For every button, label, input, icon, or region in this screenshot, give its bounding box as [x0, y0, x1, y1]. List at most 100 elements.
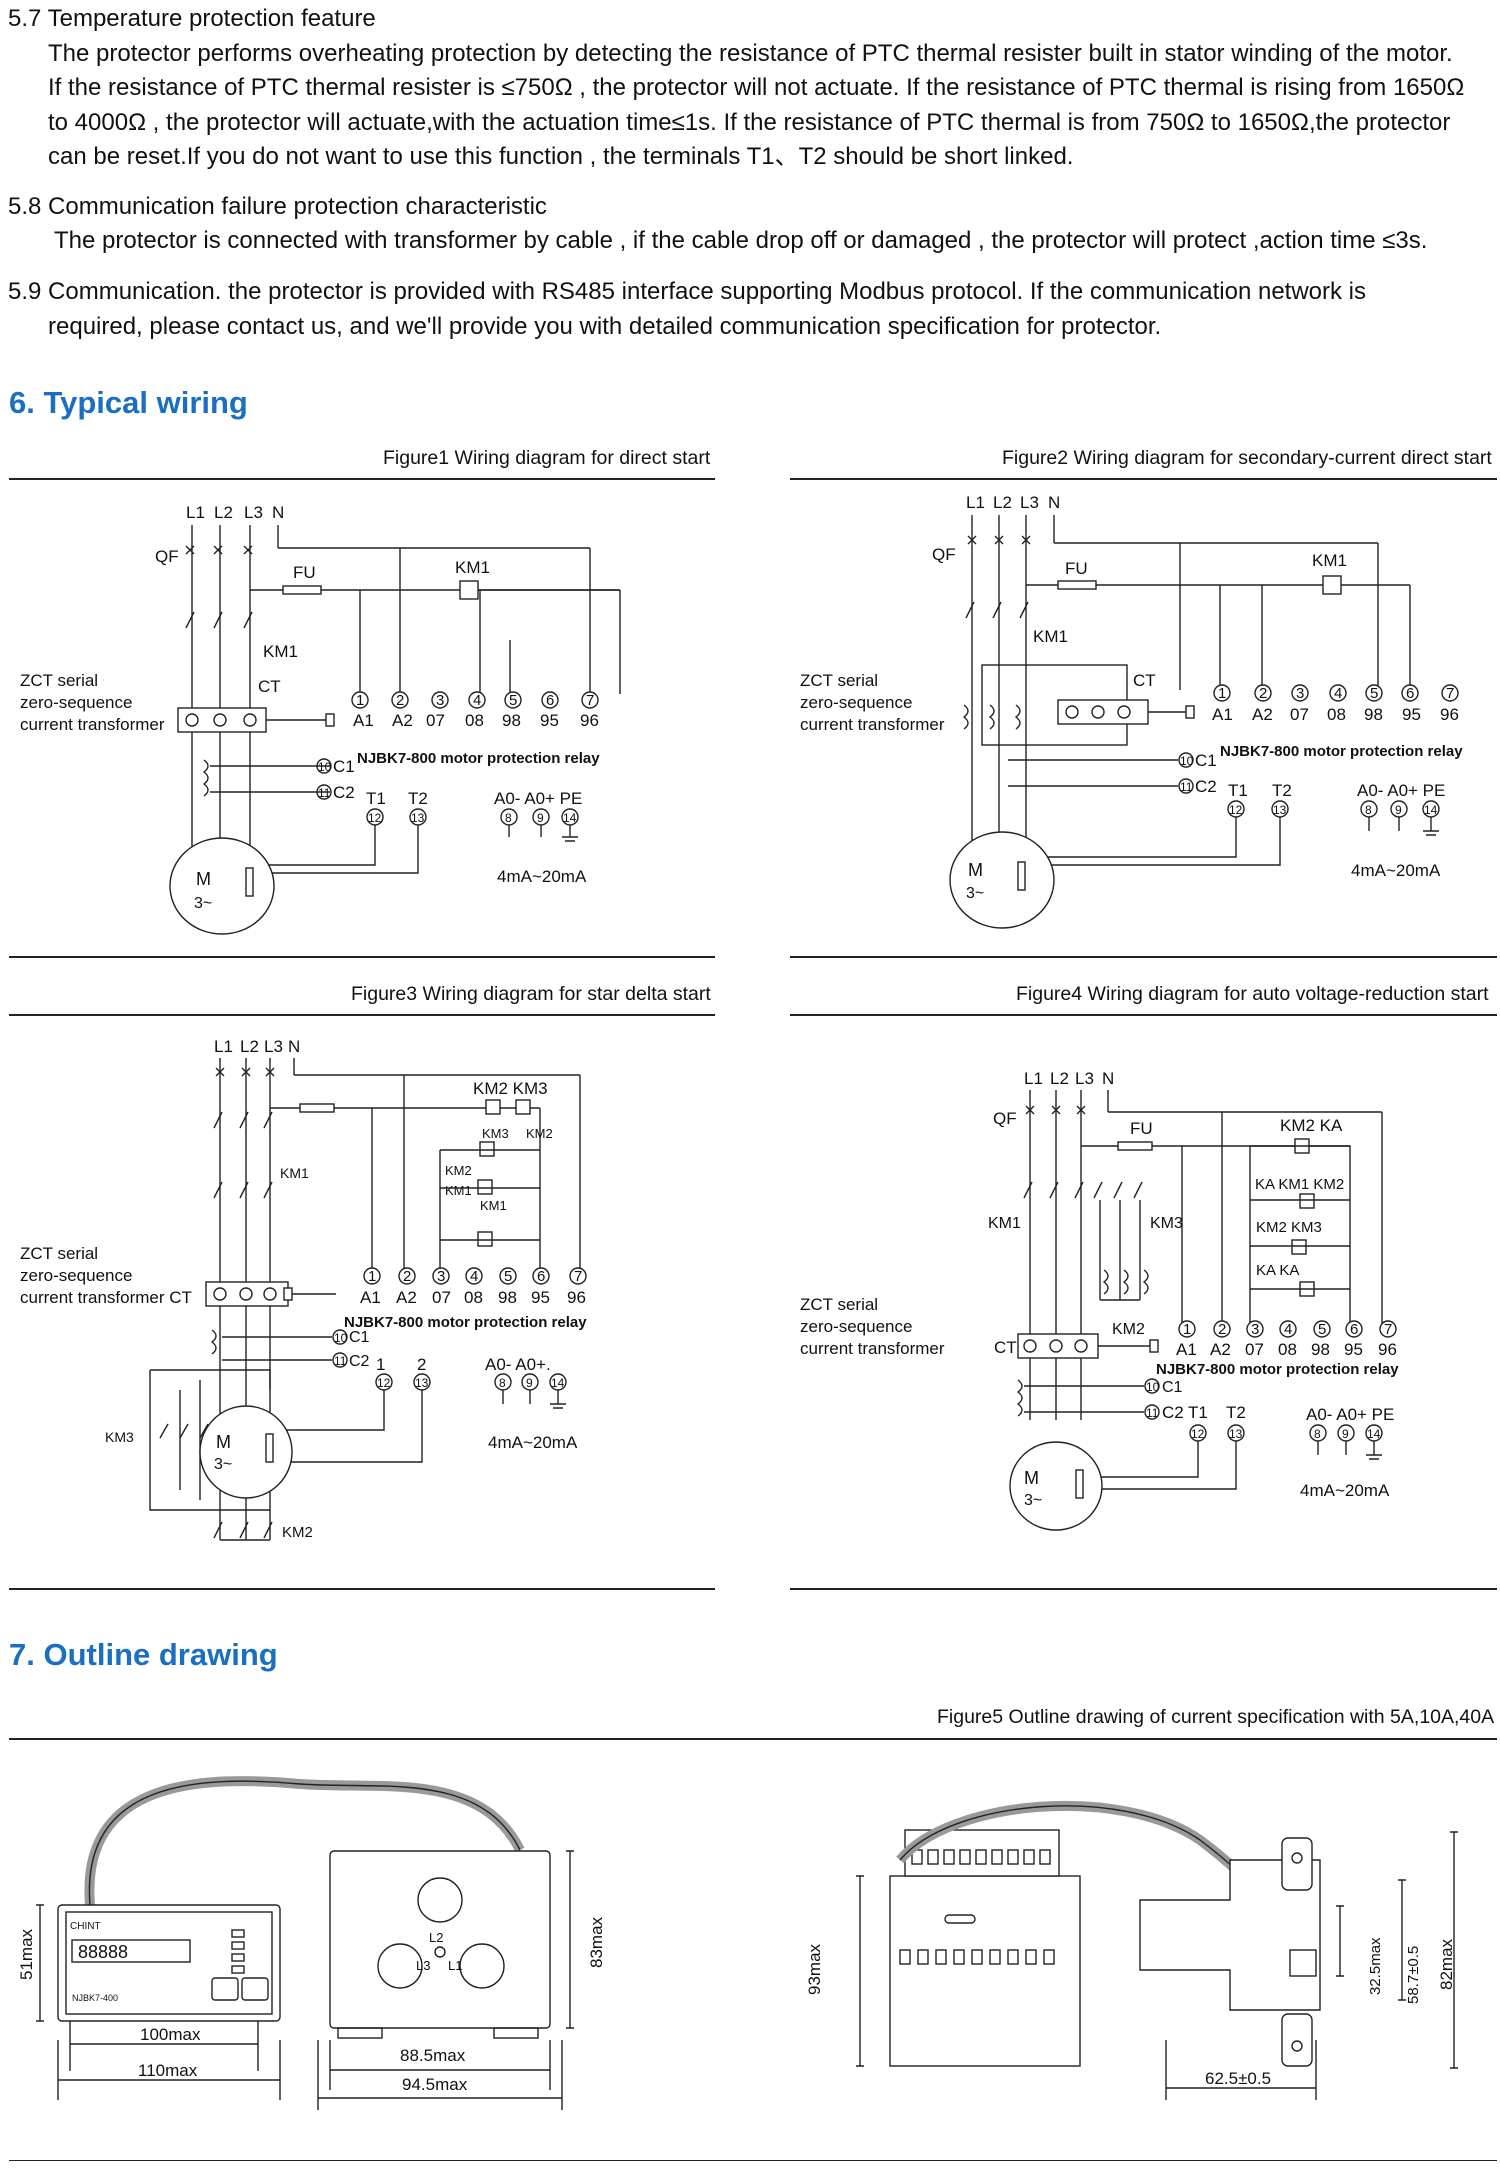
- fig3-km3-aux: KM3: [482, 1126, 509, 1141]
- fig3-terminal-8: 8: [499, 1376, 506, 1390]
- motor-3phase: 3~: [194, 895, 212, 912]
- qf-label: QF: [155, 547, 179, 566]
- terminal-13: 13: [411, 811, 425, 825]
- figure-1-diagram: L1 L2 L3 N QF FU KM1 KM1 ZCT serial zero…: [20, 503, 621, 935]
- fig4-terminal-a1: A1: [1176, 1340, 1197, 1359]
- figure-2-bottom-rule: [790, 956, 1497, 958]
- section-5-7-title: 5.7 Temperature protection feature: [8, 5, 376, 32]
- fig3-km1-contactor: KM1: [280, 1165, 309, 1181]
- fig3-terminal-7: 7: [574, 1268, 582, 1285]
- fig2-motor-m: M: [968, 860, 983, 880]
- figure-3-caption: Figure3 Wiring diagram for star delta st…: [351, 983, 711, 1005]
- fig3-terminal-t1: 1: [376, 1355, 385, 1374]
- fig2-analog-labels: A0- A0+ PE: [1357, 781, 1445, 800]
- zct-label-3: current transformer: [20, 715, 165, 734]
- fig3-km1-aux: KM1: [480, 1198, 507, 1213]
- fig3-terminal-98: 98: [498, 1288, 517, 1307]
- terminal-2: 2: [396, 692, 404, 709]
- zct-label-1: ZCT serial: [20, 671, 98, 690]
- terminal-08: 08: [465, 711, 484, 730]
- fig2-km1-contactor-label: KM1: [1033, 627, 1068, 646]
- terminal-c2: C2: [333, 783, 355, 802]
- fig3-phase-l2: L2: [240, 1037, 259, 1056]
- ct-label: CT: [258, 677, 281, 696]
- fig3-phase-l1: L1: [214, 1037, 233, 1056]
- heading-outline-drawing: 7. Outline drawing: [9, 1637, 278, 1672]
- terminal-98: 98: [502, 711, 521, 730]
- terminal-11: 11: [318, 786, 331, 800]
- figure-2-caption: Figure2 Wiring diagram for secondary-cur…: [1002, 447, 1492, 469]
- dim-100max: 100max: [140, 2025, 201, 2044]
- figure-1-bottom-rule: [9, 956, 715, 958]
- fig2-terminal-9: 9: [1395, 803, 1402, 817]
- section-5-7-line-1: The protector performs overheating prote…: [48, 40, 1453, 67]
- analog-labels: A0- A0+ PE: [494, 789, 582, 808]
- fig3-terminal-c1: C1: [349, 1329, 370, 1346]
- figure-2-top-rule: [790, 478, 1497, 480]
- terminal-a1: A1: [353, 711, 374, 730]
- fig2-terminal-98: 98: [1364, 705, 1383, 724]
- fig2-zct-label-2: zero-sequence: [800, 693, 912, 712]
- fig2-terminal-13: 13: [1273, 803, 1287, 817]
- fig4-terminal-a2: A2: [1210, 1340, 1231, 1359]
- figure-4-caption: Figure4 Wiring diagram for auto voltage-…: [1016, 983, 1489, 1005]
- phase-l2: L2: [214, 503, 233, 522]
- fig4-km3-contactor: KM3: [1150, 1215, 1183, 1232]
- fig4-terminal-98: 98: [1311, 1340, 1330, 1359]
- fig3-terminal-9: 9: [526, 1376, 533, 1390]
- dim-88-5max: 88.5max: [400, 2046, 466, 2065]
- fig4-terminal-12: 12: [1191, 1427, 1205, 1441]
- fig3-terminal-2: 2: [403, 1268, 411, 1285]
- fig3-terminal-14: 14: [551, 1376, 565, 1390]
- fig3-phase-l3: L3: [264, 1037, 283, 1056]
- fig2-phase-l2: L2: [993, 493, 1012, 512]
- fig3-km2km3-coils: KM2 KM3: [473, 1079, 548, 1098]
- fig4-terminal-07: 07: [1245, 1340, 1264, 1359]
- fig3-zct-label-3: current transformer CT: [20, 1288, 192, 1307]
- figure-4-diagram: L1 L2 L3 N QF FU KM2 KA KA KM1 KM2 KM2 K…: [800, 1069, 1399, 1531]
- fu-label: FU: [293, 563, 316, 582]
- fig2-zct-label-3: current transformer: [800, 715, 945, 734]
- fig4-terminal-t1: T1: [1188, 1403, 1208, 1422]
- fig4-terminal-t2: T2: [1226, 1403, 1246, 1422]
- device-brand: CHINT: [70, 1921, 101, 1932]
- fig2-phase-l1: L1: [966, 493, 985, 512]
- figure-3-bottom-rule: [9, 1588, 715, 1590]
- dim-58-7: 58.7±0.5: [1405, 1946, 1422, 2004]
- fig4-zct-label-2: zero-sequence: [800, 1317, 912, 1336]
- fig2-zct-label-1: ZCT serial: [800, 671, 878, 690]
- fig4-terminal-3: 3: [1251, 1321, 1259, 1338]
- zct-label-2: zero-sequence: [20, 693, 132, 712]
- fig2-terminal-t1: T1: [1228, 781, 1248, 800]
- fig2-terminal-07: 07: [1290, 705, 1309, 724]
- fig4-phase-n: N: [1102, 1069, 1114, 1088]
- fig3-terminal-a1: A1: [360, 1288, 381, 1307]
- fig4-km2ka: KM2 KA: [1280, 1116, 1343, 1135]
- fig3-analog-labels: A0- A0+.: [485, 1355, 551, 1374]
- fig4-km2km3: KM2 KM3: [1256, 1219, 1322, 1236]
- device-side: [889, 1875, 1081, 2067]
- fig3-km1-coil: KM1: [445, 1183, 472, 1198]
- fig2-terminal-a2: A2: [1252, 705, 1273, 724]
- fig2-terminal-11: 11: [1180, 780, 1193, 794]
- figure-1-caption: Figure1 Wiring diagram for direct start: [383, 447, 711, 469]
- figure-5-top-rule: [9, 1738, 1497, 1740]
- fig3-terminal-08: 08: [464, 1288, 483, 1307]
- fig4-terminal-c1: C1: [1162, 1379, 1183, 1396]
- terminal-96: 96: [580, 711, 599, 730]
- fig3-zct-label-2: zero-sequence: [20, 1266, 132, 1285]
- fig4-terminal-96: 96: [1378, 1340, 1397, 1359]
- terminal-95: 95: [540, 711, 559, 730]
- fig4-terminal-95: 95: [1344, 1340, 1363, 1359]
- km1-contactor-label: KM1: [263, 642, 298, 661]
- fig3-terminal-07: 07: [432, 1288, 451, 1307]
- fig2-terminal-10: 10: [1180, 754, 1194, 768]
- dim-82max: 82max: [1437, 1938, 1456, 1990]
- fig4-relay-name: NJBK7-800 motor protection relay: [1156, 1361, 1399, 1378]
- fig3-terminal-10: 10: [334, 1331, 348, 1345]
- figure-3-diagram: L1 L2 L3 N KM2 KM3 KM3 KM2 KM2 KM1 KM1 K…: [20, 1037, 587, 1541]
- fig4-terminal-8: 8: [1314, 1427, 1321, 1441]
- dim-93max: 93max: [805, 1943, 824, 1995]
- fig2-terminal-t2: T2: [1272, 781, 1292, 800]
- km1-coil-label: KM1: [455, 558, 490, 577]
